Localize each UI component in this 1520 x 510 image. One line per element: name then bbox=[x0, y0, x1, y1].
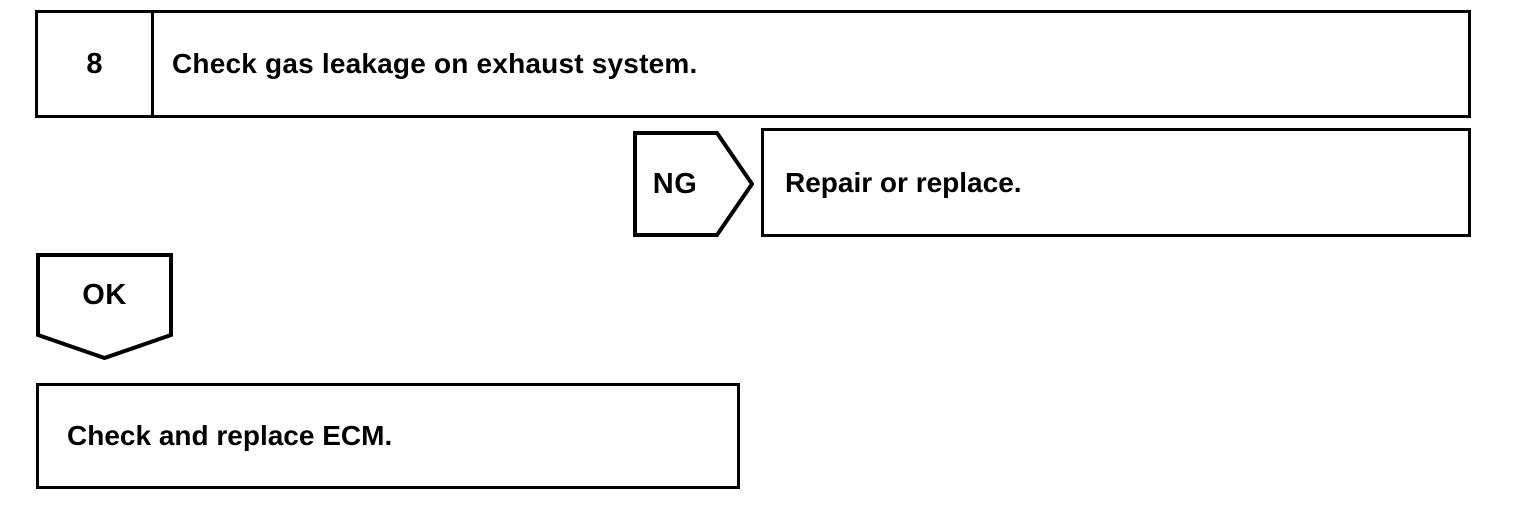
ok-connector: OK bbox=[36, 253, 173, 361]
ng-pentagon-arrow-icon bbox=[633, 131, 754, 237]
ok-label: OK bbox=[82, 278, 127, 311]
step-instruction: Check gas leakage on exhaust system. bbox=[172, 48, 698, 79]
step-box: 8 Check gas leakage on exhaust system. bbox=[35, 10, 1471, 118]
ok-pentagon-arrow-icon bbox=[36, 253, 173, 361]
ok-action-label: Check and replace ECM. bbox=[67, 420, 393, 451]
ng-action-label: Repair or replace. bbox=[785, 166, 1022, 198]
step-number: 8 bbox=[38, 13, 154, 115]
ng-label: NG bbox=[652, 167, 698, 200]
ng-action-box: Repair or replace. bbox=[761, 128, 1471, 237]
ng-connector: NG bbox=[633, 131, 754, 237]
ok-action-box: Check and replace ECM. bbox=[36, 383, 740, 489]
